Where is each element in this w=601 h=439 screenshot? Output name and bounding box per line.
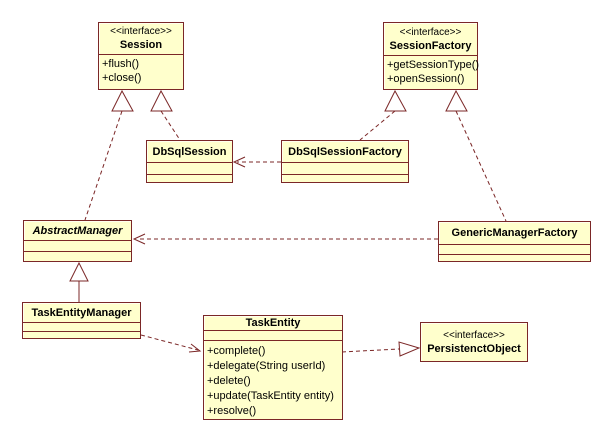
realization-dbsqlsessionfactory-to-sessionfactory[interactable] (359, 89, 407, 141)
class-box-dbsqlsessionfactory[interactable]: DbSqlSessionFactory (281, 140, 409, 183)
method-label: +delete() (207, 375, 251, 387)
dependency-dbsqlsessionfactory-to-dbsqlsession[interactable] (232, 156, 281, 168)
class-name: TaskEntity (245, 317, 301, 330)
class-header: AbstractManager (24, 221, 131, 240)
class-name: TaskEntityManager (31, 306, 132, 319)
method-label: +delegate(String userId) (207, 360, 326, 372)
methods-compartment (23, 331, 140, 338)
class-box-sessionfactory[interactable]: <<interface>> SessionFactory +getSession… (383, 22, 480, 90)
class-name: DbSqlSession (152, 145, 227, 158)
stereotype-label: <<interface>> (399, 26, 462, 38)
class-name: SessionFactory (389, 39, 472, 52)
class-box-persistenctobject[interactable]: <<interface>> PersistenctObject (420, 322, 528, 362)
class-name: AbstractManager (32, 224, 123, 237)
class-box-taskentitymanager[interactable]: TaskEntityManager (22, 302, 141, 339)
class-header: DbSqlSession (147, 141, 232, 162)
stereotype-label: <<interface>> (110, 26, 172, 37)
method-label: +complete() (207, 345, 266, 357)
class-box-dbsqlsession[interactable]: DbSqlSession (146, 140, 233, 183)
methods-compartment (439, 254, 590, 261)
class-box-session[interactable]: <<interface>> Session +flush() +close() (98, 22, 184, 90)
class-name: Session (119, 39, 163, 51)
class-name: GenericManagerFactory (451, 227, 578, 239)
methods-compartment (147, 174, 232, 182)
methods-compartment: +getSessionType() +openSession() (384, 55, 480, 89)
realization-abstractmanager-to-session[interactable] (84, 89, 134, 221)
method-label: +openSession() (387, 73, 465, 85)
class-box-genericmanagerfactory[interactable]: GenericManagerFactory (438, 221, 591, 262)
realization-genericmanagerfactory-to-sessionfactory[interactable] (445, 89, 507, 222)
class-name: PersistenctObject (427, 342, 521, 355)
class-header: TaskEntityManager (23, 303, 140, 322)
attributes-compartment (439, 244, 590, 254)
class-box-abstractmanager[interactable]: AbstractManager (23, 220, 132, 262)
class-header: <<interface>> PersistenctObject (421, 323, 527, 361)
realization-taskentity-to-persistenctobject[interactable] (341, 341, 421, 357)
methods-compartment (282, 174, 408, 182)
method-label: +getSessionType() (387, 59, 480, 71)
stereotype-label: <<interface>> (443, 329, 505, 341)
class-header: <<interface>> SessionFactory (384, 23, 477, 55)
methods-compartment: +flush() +close() (99, 54, 183, 89)
dependency-genericmanagerfactory-to-abstractmanager[interactable] (132, 233, 438, 245)
attributes-compartment (282, 162, 408, 174)
methods-compartment (24, 251, 131, 261)
class-header: <<interface>> Session (99, 23, 183, 54)
methods-compartment: +complete() +delegate(String userId) +de… (204, 340, 342, 419)
attributes-compartment (23, 322, 140, 331)
dependency-taskentitymanager-to-taskentity[interactable] (140, 334, 202, 353)
attributes-compartment (204, 330, 342, 340)
method-label: +flush() (102, 58, 139, 70)
class-header: GenericManagerFactory (439, 222, 590, 244)
method-label: +update(TaskEntity entity) (207, 390, 334, 402)
method-label: +resolve() (207, 405, 257, 417)
realization-dbsqlsession-to-session[interactable] (150, 89, 181, 141)
method-label: +close() (102, 72, 142, 84)
attributes-compartment (24, 240, 131, 251)
class-box-taskentity[interactable]: TaskEntity +complete() +delegate(String … (203, 315, 343, 420)
generalization-taskentitymanager-to-abstractmanager[interactable] (69, 261, 89, 302)
class-header: TaskEntity (204, 316, 342, 330)
class-name: DbSqlSessionFactory (288, 145, 402, 158)
class-header: DbSqlSessionFactory (282, 141, 408, 162)
attributes-compartment (147, 162, 232, 174)
